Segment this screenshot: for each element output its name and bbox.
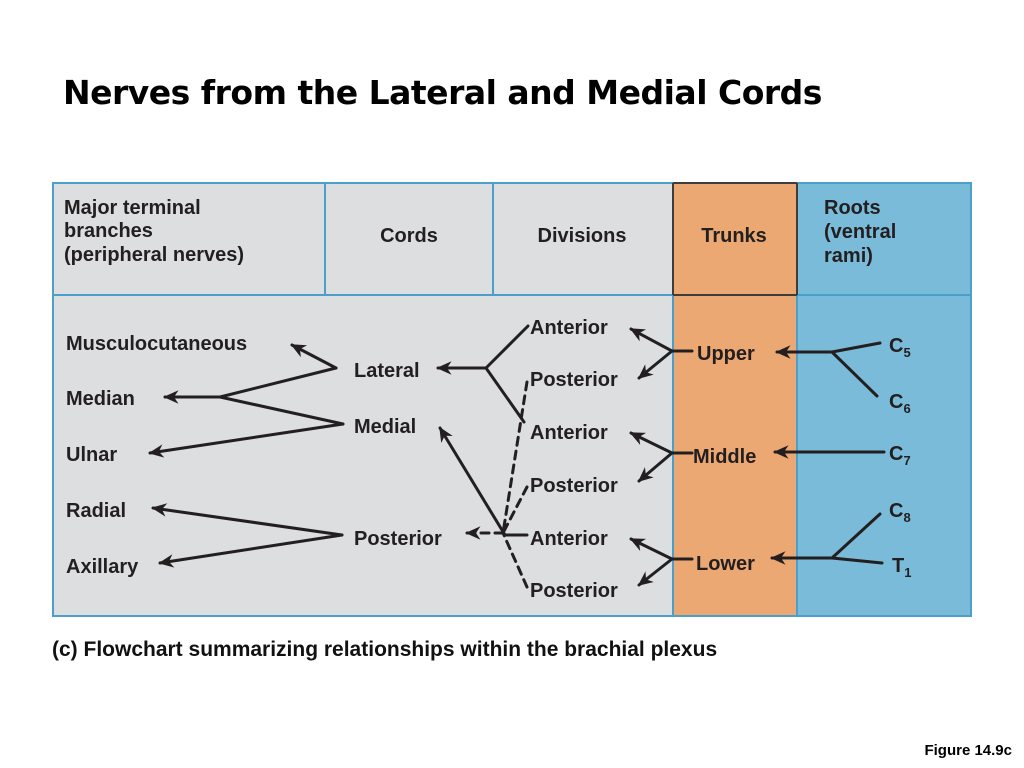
root-c6-to-upper <box>830 350 879 398</box>
upper-to-anterior-arrow <box>629 327 674 353</box>
middle-to-anterior-arrow <box>629 431 674 455</box>
header-roots-line-2: (ventral <box>824 221 896 243</box>
division-label: Posterior <box>530 580 618 602</box>
trunks-column <box>673 183 797 616</box>
header-cords: Cords <box>380 225 438 247</box>
figure-caption: (c) Flowchart summarizing relationships … <box>52 638 718 661</box>
root-label: C6 <box>889 391 911 416</box>
root-label: C7 <box>889 443 911 468</box>
trunk-label: Middle <box>693 446 756 468</box>
branch-label: Musculocutaneous <box>66 333 247 355</box>
body-labels: C5 C6 C7 C8 T1 Upper Middle Lower Anteri… <box>66 317 911 602</box>
root-label: C8 <box>889 500 911 525</box>
division-label: Anterior <box>530 528 608 550</box>
root-t1-to-lower <box>830 556 884 565</box>
connectors <box>148 324 886 589</box>
upper-to-posterior-arrow <box>637 349 674 380</box>
anterior-upper-to-lateral <box>484 324 530 370</box>
header-branches-line-1: Major terminal <box>64 197 201 219</box>
roots-column <box>797 183 971 616</box>
division-label: Anterior <box>530 422 608 444</box>
header-branches-line-3: (peripheral nerves) <box>64 244 244 266</box>
lateral-cord-fork <box>218 366 338 399</box>
anterior-middle-to-lateral <box>484 366 526 424</box>
lower-to-anterior-arrow <box>629 537 674 561</box>
posterior-divisions-dashed <box>501 380 529 589</box>
division-label: Posterior <box>530 475 618 497</box>
headers: Major terminal branches (peripheral nerv… <box>64 197 896 267</box>
trunk-label: Upper <box>697 343 755 365</box>
root-c8-to-lower <box>830 512 882 560</box>
branch-label: Median <box>66 388 135 410</box>
root-label: T1 <box>892 555 911 580</box>
trunks-dark-borders <box>672 182 798 296</box>
slide-title: Nerves from the Lateral and Medial Cords <box>63 73 822 112</box>
radial-arrow <box>151 503 344 537</box>
axillary-arrow <box>158 533 344 568</box>
figure-number: Figure 14.9c <box>924 742 1012 759</box>
header-divisions: Divisions <box>538 225 627 247</box>
division-label: Posterior <box>530 369 618 391</box>
root-c5-to-upper <box>830 341 882 354</box>
division-label: Anterior <box>530 317 608 339</box>
root-label: C5 <box>889 335 911 360</box>
trunk-label: Lower <box>696 553 755 575</box>
ulnar-arrow <box>148 422 345 458</box>
branch-label: Radial <box>66 500 126 522</box>
header-roots-line-1: Roots <box>824 197 881 219</box>
medial-cord-arrow <box>438 426 507 537</box>
header-branches-line-2: branches <box>64 220 153 242</box>
branch-label: Axillary <box>66 556 139 578</box>
header-trunks: Trunks <box>701 225 767 247</box>
cord-label: Medial <box>354 416 416 438</box>
lower-to-posterior-arrow <box>637 557 674 587</box>
cord-label: Posterior <box>354 528 442 550</box>
medial-cord-fork <box>218 395 345 426</box>
musculocutaneous-arrow <box>290 343 338 370</box>
header-roots-line-3: rami) <box>824 245 873 267</box>
cord-label: Lateral <box>354 360 420 382</box>
middle-to-posterior-arrow <box>637 451 674 483</box>
gray-panel <box>53 183 673 616</box>
branch-label: Ulnar <box>66 444 117 466</box>
